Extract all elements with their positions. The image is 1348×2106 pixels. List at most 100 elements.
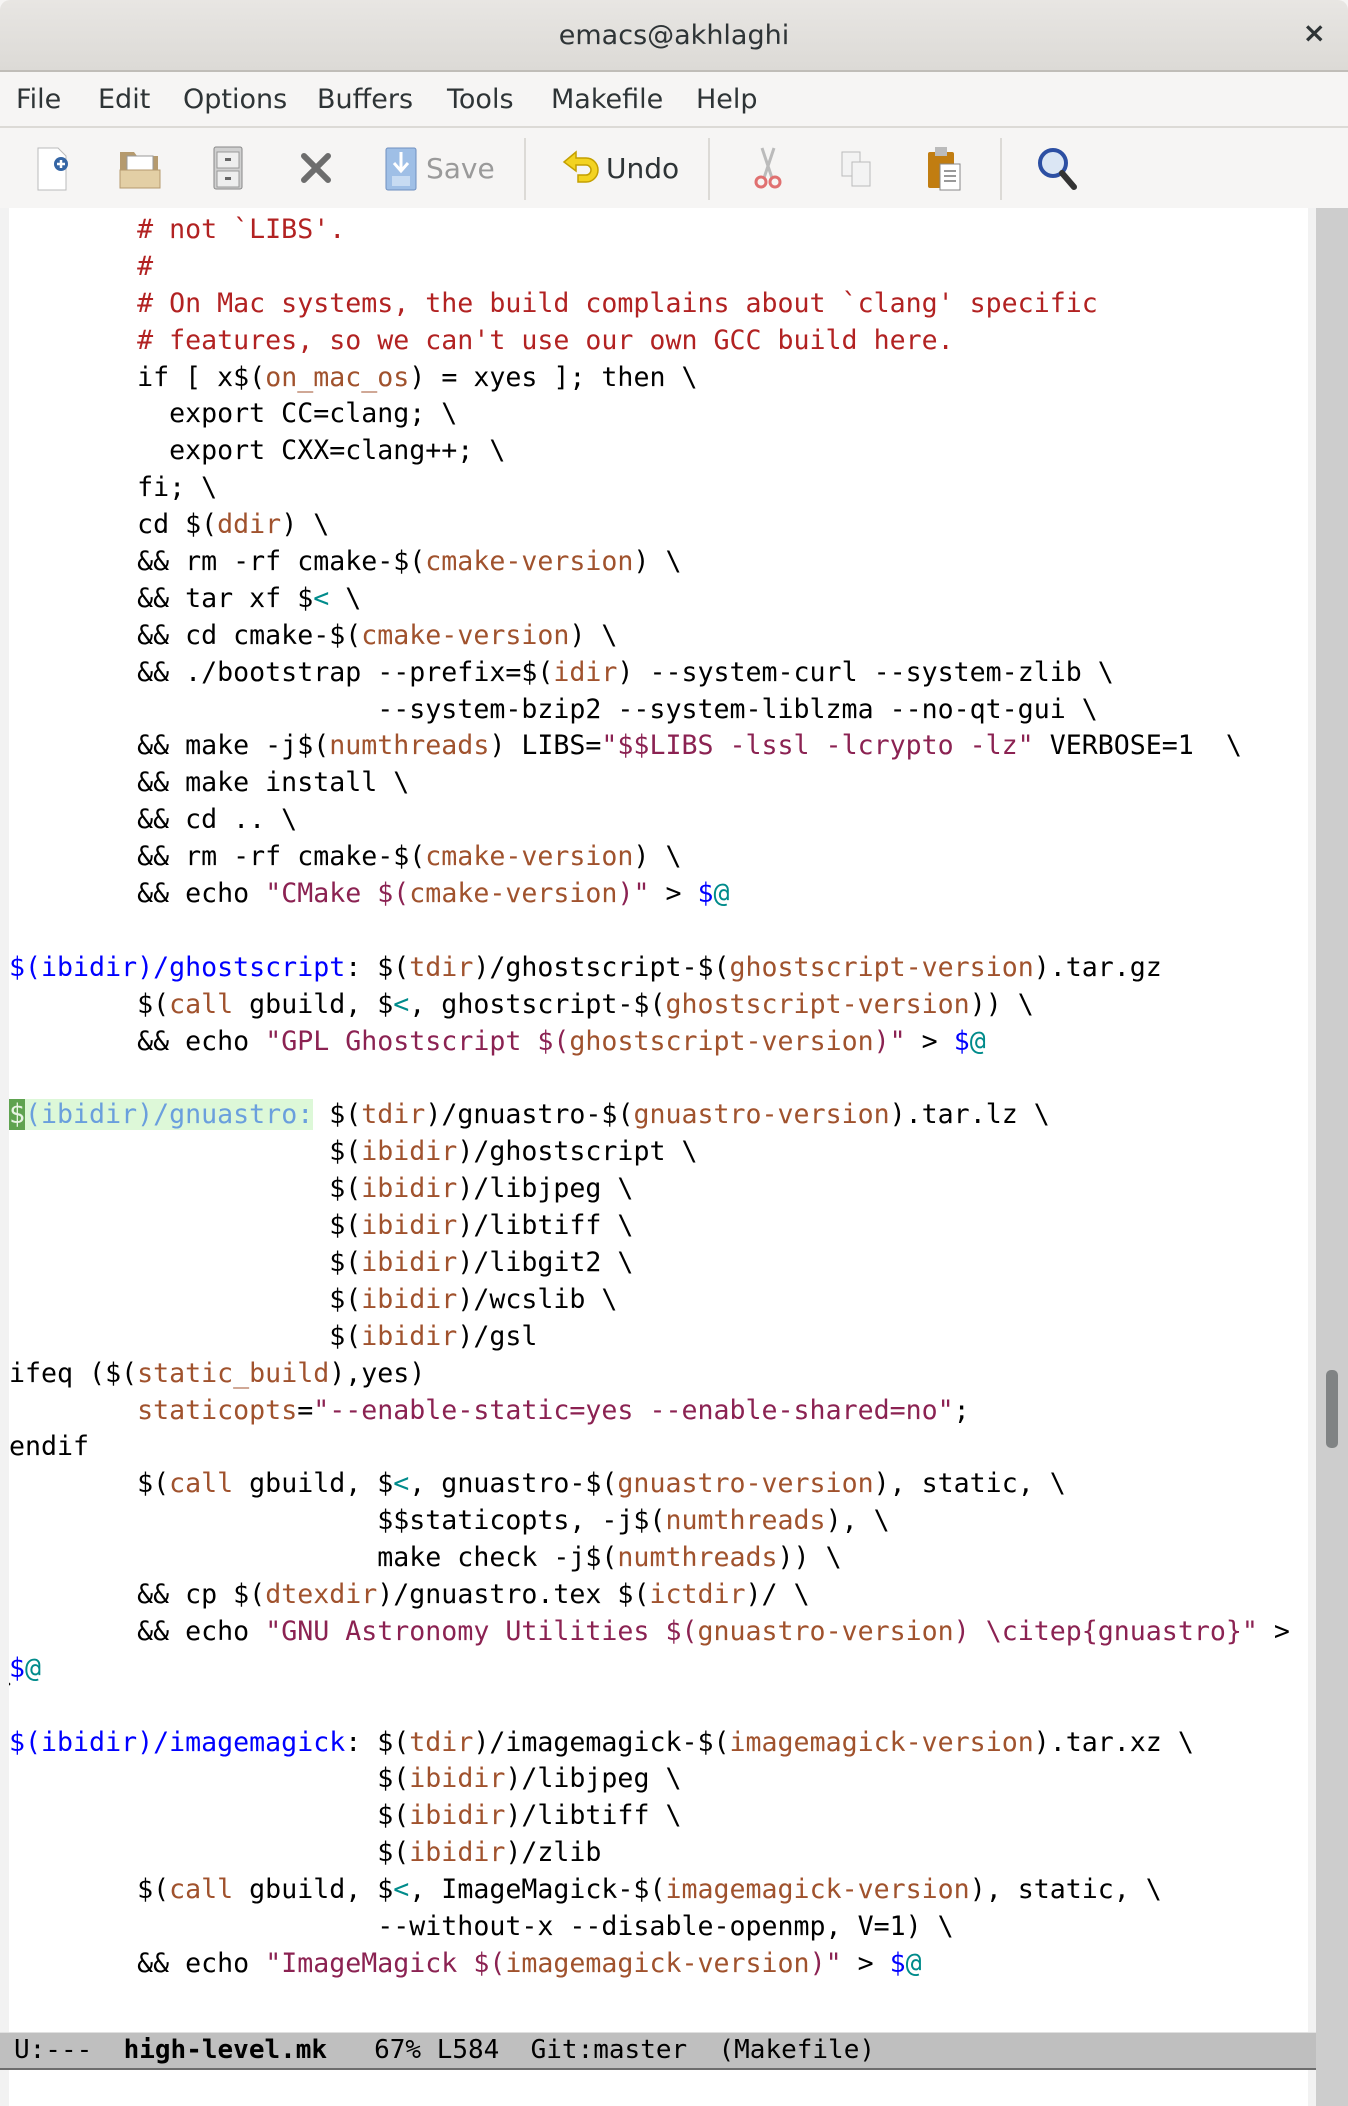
- code-line[interactable]: fi; \: [9, 470, 1306, 507]
- code-line[interactable]: $(call gbuild, $<, gnuastro-$(gnuastro-v…: [9, 1466, 1306, 1503]
- comment: # On Mac systems, the build complains ab…: [9, 287, 1098, 319]
- code-text: && echo: [9, 1615, 266, 1647]
- code-text: && cd cmake-$(: [9, 619, 362, 651]
- code-line[interactable]: && echo "GPL Ghostscript $(ghostscript-v…: [9, 1024, 1306, 1061]
- code-line[interactable]: $(ibidir)/wcslib \: [9, 1282, 1306, 1319]
- code-line[interactable]: $(ibidir)/ghostscript \: [9, 1134, 1306, 1171]
- code-line[interactable]: if [ x$(on_mac_os) = xyes ]; then \: [9, 360, 1306, 397]
- paste-button[interactable]: [922, 144, 966, 192]
- code-line[interactable]: $(ibidir)/zlib: [9, 1835, 1306, 1872]
- code-line[interactable]: $(ibidir)/gnuastro: $(tdir)/gnuastro-$(g…: [9, 1097, 1306, 1134]
- automatic-variable: @: [25, 1652, 42, 1684]
- code-text: >: [841, 1947, 890, 1979]
- code-line[interactable]: $(ibidir)/libtiff \: [9, 1798, 1306, 1835]
- code-text: )/gnuastro.tex $(: [377, 1578, 650, 1610]
- save-button[interactable]: Save: [380, 144, 495, 192]
- code-text: )/libjpeg \: [457, 1173, 634, 1205]
- open-file-button[interactable]: [118, 144, 162, 192]
- code-line[interactable]: && echo "ImageMagick $(imagemagick-versi…: [9, 1946, 1306, 1983]
- code-line[interactable]: $(ibidir)/libgit2 \: [9, 1245, 1306, 1282]
- open-folder-icon: [119, 152, 161, 189]
- code-line[interactable]: # On Mac systems, the build complains ab…: [9, 286, 1306, 323]
- major-mode[interactable]: (Makefile): [718, 2035, 876, 2065]
- code-line[interactable]: [9, 1983, 1306, 2020]
- scrollbar-thumb[interactable]: [1326, 1370, 1338, 1448]
- undo-button[interactable]: Undo: [560, 144, 679, 192]
- code-line[interactable]: && ./bootstrap --prefix=$(idir) --system…: [9, 655, 1306, 692]
- variable-ref: cmake-version: [425, 546, 634, 578]
- code-line[interactable]: ifeq ($(static_build),yes): [9, 1356, 1306, 1393]
- menu-options[interactable]: Options: [183, 84, 288, 115]
- code-line[interactable]: $(ibidir)/gsl: [9, 1319, 1306, 1356]
- menu-tools[interactable]: Tools: [447, 84, 514, 115]
- dired-button[interactable]: [206, 144, 250, 192]
- menu-help[interactable]: Help: [696, 84, 758, 115]
- code-line[interactable]: endif: [9, 1429, 1306, 1466]
- variable-ref: call: [169, 988, 234, 1020]
- comment: #: [9, 250, 154, 282]
- new-file-button[interactable]: [34, 144, 78, 192]
- kill-buffer-button[interactable]: [294, 144, 338, 192]
- code-line[interactable]: #: [9, 249, 1306, 286]
- code-line[interactable]: && tar xf $< \: [9, 581, 1306, 618]
- code-line[interactable]: && cd .. \: [9, 802, 1306, 839]
- buffer-name[interactable]: high-level.mk: [123, 2035, 328, 2065]
- code-line[interactable]: make check -j$(numthreads)) \: [9, 1540, 1306, 1577]
- code-line[interactable]: cd $(ddir) \: [9, 507, 1306, 544]
- vc-branch[interactable]: Git:master: [530, 2035, 688, 2065]
- code-line[interactable]: && make install \: [9, 765, 1306, 802]
- variable-ref: numthreads: [665, 1505, 826, 1537]
- code-line[interactable]: && rm -rf cmake-$(cmake-version) \: [9, 839, 1306, 876]
- code-text: \: [329, 582, 362, 614]
- menu-buffers[interactable]: Buffers: [317, 84, 414, 115]
- code-line[interactable]: && echo "GNU Astronomy Utilities $(gnuas…: [9, 1614, 1306, 1651]
- code-line[interactable]: --system-bzip2 --system-liblzma --no-qt-…: [9, 692, 1306, 729]
- code-text: )/ \: [745, 1578, 810, 1610]
- code-line[interactable]: $(ibidir)/ghostscript: $(tdir)/ghostscri…: [9, 950, 1306, 987]
- code-line[interactable]: && echo "CMake $(cmake-version)" > $@: [9, 876, 1306, 913]
- code-line[interactable]: $@: [9, 1651, 1306, 1688]
- editor-buffer[interactable]: # not `LIBS'. # # On Mac systems, the bu…: [0, 208, 1316, 2032]
- code-line[interactable]: $(call gbuild, $<, ImageMagick-$(imagema…: [9, 1872, 1306, 1909]
- code-line[interactable]: staticopts="--enable-static=yes --enable…: [9, 1393, 1306, 1430]
- code-line[interactable]: $(ibidir)/libtiff \: [9, 1208, 1306, 1245]
- code-line[interactable]: $$staticopts, -j$(numthreads), \: [9, 1503, 1306, 1540]
- code-line[interactable]: && rm -rf cmake-$(cmake-version) \: [9, 544, 1306, 581]
- code-line[interactable]: $(ibidir)/libjpeg \: [9, 1761, 1306, 1798]
- code-line[interactable]: $(ibidir)/imagemagick: $(tdir)/imagemagi…: [9, 1725, 1306, 1762]
- code-text: )/ghostscript-$(: [473, 951, 730, 983]
- menu-bar: File Edit Options Buffers Tools Makefile…: [0, 74, 1348, 128]
- code-line[interactable]: export CXX=clang++; \: [9, 433, 1306, 470]
- menu-makefile[interactable]: Makefile: [551, 84, 664, 115]
- close-window-button[interactable]: ×: [1302, 16, 1326, 49]
- copy-button[interactable]: [834, 144, 878, 192]
- highlighted-target: (ibidir)/gnuastro:: [25, 1099, 314, 1131]
- code-line[interactable]: && make -j$(numthreads) LIBS="$$LIBS -ls…: [9, 728, 1306, 765]
- code-text: && echo: [9, 878, 266, 910]
- vertical-scrollbar[interactable]: [1316, 208, 1348, 2106]
- code-line[interactable]: $(ibidir)/libjpeg \: [9, 1171, 1306, 1208]
- string: )": [617, 878, 650, 910]
- search-button[interactable]: [1034, 144, 1078, 192]
- code-text: ).tar.xz \: [1033, 1726, 1194, 1758]
- code-line[interactable]: export CC=clang; \: [9, 396, 1306, 433]
- code-line[interactable]: --without-x --disable-openmp, V=1) \: [9, 1909, 1306, 1946]
- string: "$$LIBS -lssl -lcrypto -lz": [601, 730, 1034, 762]
- variable-ref: tdir: [361, 1099, 426, 1131]
- code-line[interactable]: # not `LIBS'.: [9, 212, 1306, 249]
- code-line[interactable]: && cd cmake-$(cmake-version) \: [9, 618, 1306, 655]
- variable-ref: dtexdir: [265, 1578, 378, 1610]
- code-line[interactable]: $(call gbuild, $<, ghostscript-$(ghostsc…: [9, 987, 1306, 1024]
- code-text: ).tar.gz: [1033, 951, 1162, 983]
- minibuffer[interactable]: [0, 2070, 1316, 2106]
- menu-file[interactable]: File: [16, 84, 62, 115]
- toolbar: Save Undo: [0, 130, 1348, 208]
- make-target: $(ibidir)/imagemagick: [9, 1726, 346, 1758]
- code-line[interactable]: [9, 1060, 1306, 1097]
- code-line[interactable]: && cp $(dtexdir)/gnuastro.tex $(ictdir)/…: [9, 1577, 1306, 1614]
- code-line[interactable]: [9, 913, 1306, 950]
- menu-edit[interactable]: Edit: [98, 84, 151, 115]
- code-line[interactable]: # features, so we can't use our own GCC …: [9, 323, 1306, 360]
- cut-button[interactable]: [746, 144, 790, 192]
- code-line[interactable]: [9, 1688, 1306, 1725]
